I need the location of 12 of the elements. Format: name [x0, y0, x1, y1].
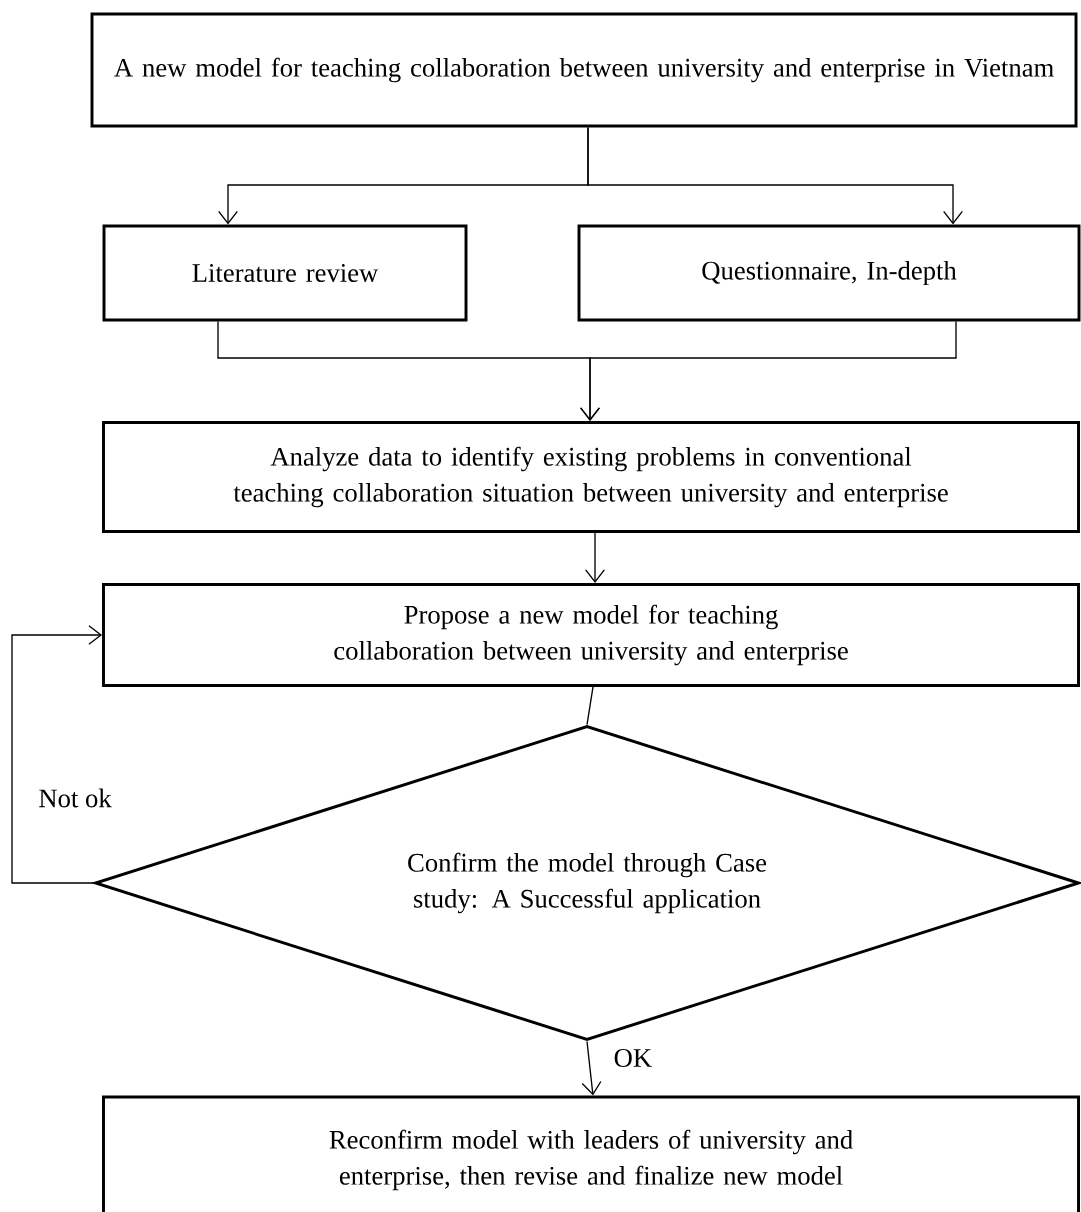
arrow: [585, 532, 605, 584]
arrow: [580, 320, 957, 422]
arrow: [581, 1040, 602, 1096]
process-box: A new model for teaching collaboration between university and enterprise in Vietnam: [90, 12, 1078, 128]
process-box: Questionnaire, In-depth: [577, 224, 1081, 322]
process-box: Analyze data to identify existing problems in conventional teaching collaboration situation between university and enterprise: [102, 421, 1080, 533]
process-box: Literature review: [102, 224, 468, 322]
arrow: [587, 126, 963, 225]
edge-label: OK: [612, 1047, 654, 1069]
process-box: Propose a new model for teaching collaboration between university and enterprise: [102, 583, 1080, 687]
process-box: Reconfirm model with leaders of university and enterprise, then revise and finalize new model: [102, 1095, 1080, 1212]
arrow: [11, 625, 103, 884]
